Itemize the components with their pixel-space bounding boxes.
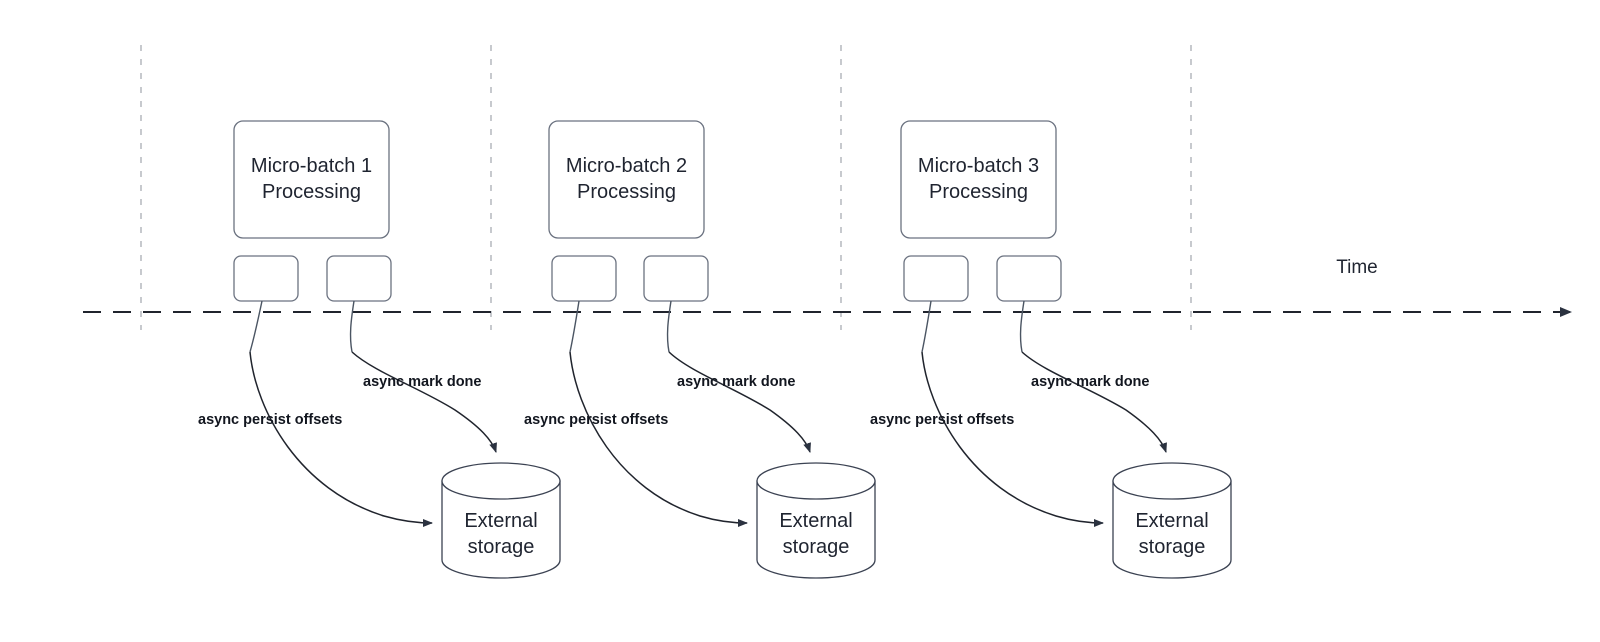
micro-batch-2-label-line2: Processing xyxy=(577,181,676,203)
group-3-async-mark-done-label: async mark done xyxy=(1031,374,1149,390)
group-3-async-persist-offsets-arrow xyxy=(921,351,1104,527)
group-1-storage-label-line2: storage xyxy=(468,536,535,558)
group-2: Micro-batch 2 Processing async persist o… xyxy=(524,120,876,579)
group-3-storage-label-line1: External xyxy=(1135,510,1208,532)
micro-batch-1-label-line2: Processing xyxy=(262,181,361,203)
group-2-storage-label-line1: External xyxy=(779,510,852,532)
group-3-mark-stub xyxy=(1019,300,1025,353)
micro-batch-3-label-line2: Processing xyxy=(929,181,1028,203)
group-2-async-persist-offsets-label: async persist offsets xyxy=(524,412,668,428)
group-2-mark-stub xyxy=(666,300,672,353)
micro-batch-2-label-line1: Micro-batch 2 xyxy=(566,155,687,177)
micro-batch-1-label-line1: Micro-batch 1 xyxy=(251,155,372,177)
group-1-cylinder-body xyxy=(441,480,561,579)
group-3: Micro-batch 3 Processing async persist o… xyxy=(870,120,1232,579)
micro-batch-3-label-line1: Micro-batch 3 xyxy=(918,155,1039,177)
group-2-storage-label-line2: storage xyxy=(783,536,850,558)
micro-batch-1-box[interactable] xyxy=(233,120,390,239)
group-1-task-box-persist[interactable] xyxy=(233,255,299,302)
group-1-mark-stub xyxy=(349,300,355,353)
group-1-async-mark-done-label: async mark done xyxy=(363,374,481,390)
group-1-async-persist-offsets-label: async persist offsets xyxy=(198,412,342,428)
group-1-async-mark-done-arrow xyxy=(351,351,497,453)
group-1-task-box-mark[interactable] xyxy=(326,255,392,302)
group-3-async-mark-done-arrow xyxy=(1021,351,1167,453)
group-1-async-persist-offsets-arrow xyxy=(249,351,433,527)
group-2-external-storage[interactable]: External storage xyxy=(756,462,876,579)
divider-lines xyxy=(140,45,1192,330)
time-axis-label: Time xyxy=(1336,257,1378,278)
group-2-task-box-persist[interactable] xyxy=(551,255,617,302)
group-2-async-persist-offsets-arrow xyxy=(569,351,748,527)
group-3-external-storage[interactable]: External storage xyxy=(1112,462,1232,579)
micro-batch-3-box[interactable] xyxy=(900,120,1057,239)
group-2-cylinder-body xyxy=(756,480,876,579)
group-3-cylinder-top xyxy=(1112,462,1232,500)
group-1-persist-stub xyxy=(249,300,263,353)
group-2-persist-stub xyxy=(569,300,580,353)
group-3-task-box-mark[interactable] xyxy=(996,255,1062,302)
group-2-async-mark-done-label: async mark done xyxy=(677,374,795,390)
group-1: Micro-batch 1 Processing async persist o… xyxy=(198,120,561,579)
group-3-task-box-persist[interactable] xyxy=(903,255,969,302)
micro-batch-2-box[interactable] xyxy=(548,120,705,239)
group-2-task-box-mark[interactable] xyxy=(643,255,709,302)
group-1-cylinder-top xyxy=(441,462,561,500)
group-3-cylinder-body xyxy=(1112,480,1232,579)
group-3-persist-stub xyxy=(921,300,932,353)
group-2-cylinder-top xyxy=(756,462,876,500)
group-2-async-mark-done-arrow xyxy=(668,351,811,453)
group-3-async-persist-offsets-label: async persist offsets xyxy=(870,412,1014,428)
group-1-external-storage[interactable]: External storage xyxy=(441,462,561,579)
group-3-storage-label-line2: storage xyxy=(1139,536,1206,558)
group-1-storage-label-line1: External xyxy=(464,510,537,532)
